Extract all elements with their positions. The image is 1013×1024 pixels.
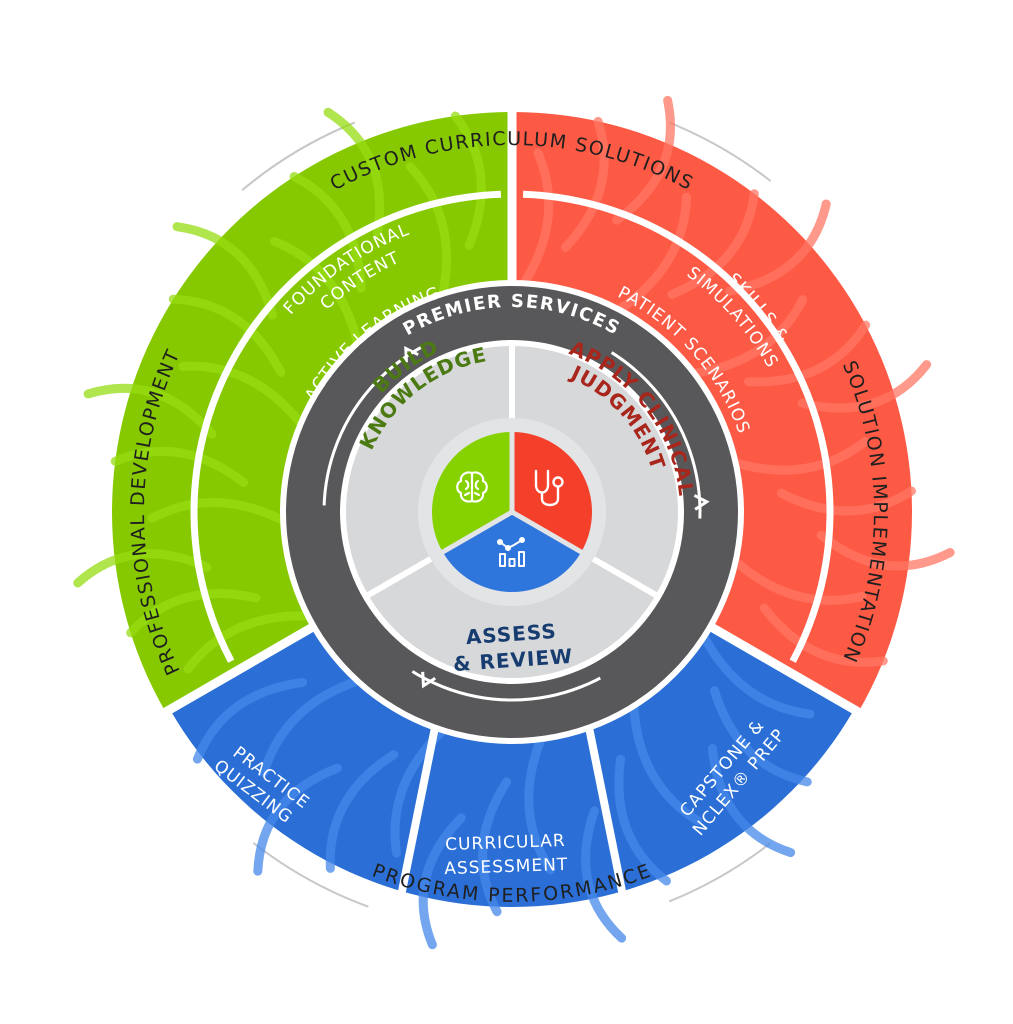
red-vein-8 [797, 360, 932, 413]
blue-vein-12 [259, 676, 361, 778]
blue-sub-divider-0 [583, 717, 629, 907]
red-vein-12 [731, 557, 867, 605]
blue-vein-6 [524, 735, 556, 875]
blue-vein-10 [325, 750, 399, 873]
green-vein-6 [178, 361, 305, 428]
outer-arc-divider-2 [668, 842, 772, 903]
stethoscope-icon [534, 469, 564, 507]
ring-track-gap-1 [598, 518, 703, 681]
red-band-divider [522, 190, 834, 663]
red-vein-4 [667, 189, 759, 299]
blue-vein-7 [478, 777, 512, 917]
green-vein-2 [73, 549, 212, 588]
hub-divider-2 [439, 509, 514, 556]
blue-vein-5 [581, 806, 627, 943]
green-vein-11 [323, 107, 385, 238]
green-band-divider [190, 190, 502, 663]
segment-divider-2 [154, 608, 342, 721]
ring-track-gap-2 [321, 505, 414, 674]
blue-vein-4 [614, 754, 671, 886]
green-vein-10 [289, 172, 366, 293]
segment-label-curricular-assessment-line2: ASSESSMENT [444, 855, 569, 879]
green-vein-5 [83, 383, 217, 439]
red-vein-11 [816, 530, 955, 571]
blue-vein-3 [629, 702, 702, 826]
red-vein-2 [612, 95, 675, 225]
analytics-chart-icon [497, 537, 525, 567]
red-vein-7 [743, 320, 871, 387]
green-vein-1 [126, 588, 261, 638]
hub-divider-1 [510, 509, 585, 556]
green-vein-8 [172, 222, 278, 320]
blue-vein-13 [192, 677, 308, 764]
red-vein-13 [759, 603, 888, 667]
ring-arrow-3 [421, 671, 436, 689]
green-vein-4 [110, 446, 249, 487]
green-vein-9 [269, 236, 362, 347]
blue-vein-8 [418, 813, 466, 950]
red-vein-0 [520, 148, 554, 287]
outer-arc-divider-1 [668, 121, 772, 182]
ring-track-gap-0 [422, 321, 614, 356]
segment-divider-1 [682, 608, 870, 721]
blue-vein-1 [709, 686, 812, 787]
red-vein-5 [725, 199, 831, 296]
red-vein-3 [615, 192, 692, 314]
blue-vein-0 [700, 633, 815, 719]
green-vein-12 [405, 162, 452, 298]
red-vein-10 [776, 486, 916, 516]
ring-arrow-1 [404, 345, 419, 363]
green-vein-0 [183, 611, 312, 674]
blue-vein-11 [253, 763, 342, 876]
blue-sub-divider-1 [395, 717, 441, 907]
red-vein-6 [690, 295, 808, 378]
ring-arrow-2 [693, 494, 710, 511]
blue-vein-2 [707, 743, 796, 858]
red-vein-1 [560, 116, 609, 252]
green-vein-13 [450, 111, 486, 250]
brain-icon [456, 471, 488, 503]
green-vein-3 [147, 498, 287, 525]
green-vein-7 [168, 294, 286, 377]
red-vein-9 [732, 437, 870, 475]
segment-label-curricular-assessment-line1: CURRICULAR [445, 831, 566, 855]
